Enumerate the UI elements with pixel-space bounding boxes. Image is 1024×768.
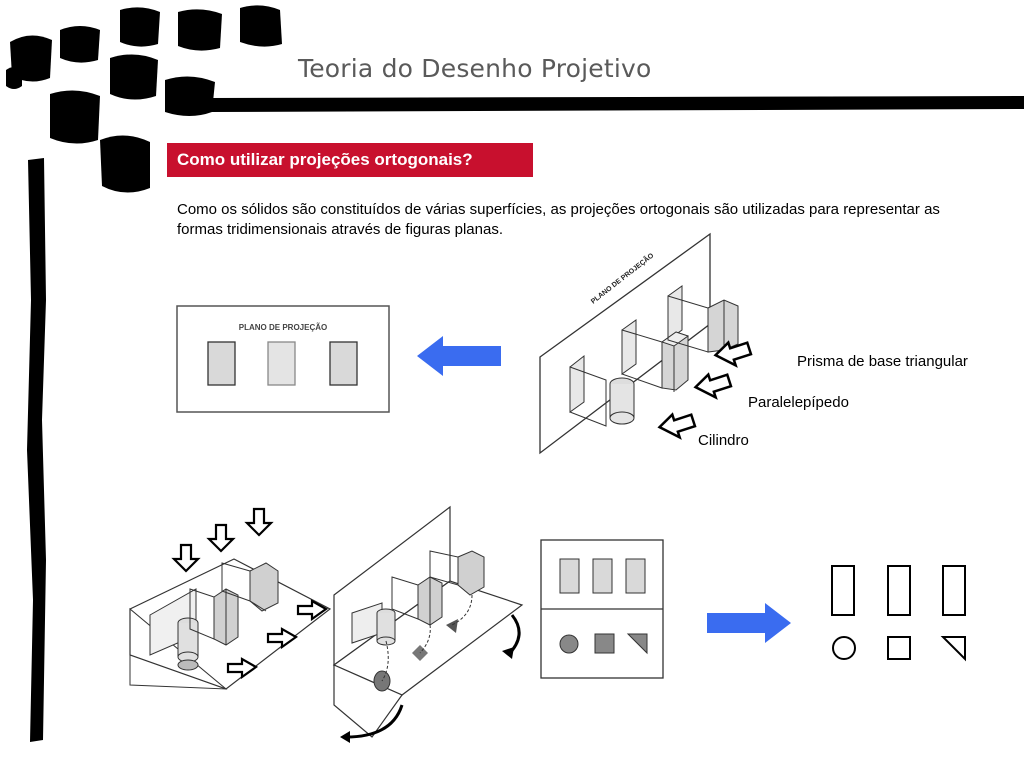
orthographic-views-panel — [540, 539, 664, 679]
slide-title: Teoria do Desenho Projetivo — [298, 54, 652, 83]
projection-plane-label: PLANO DE PROJEÇÃO — [238, 323, 328, 332]
label-parallelepiped: Paralelepípedo — [748, 394, 849, 411]
solids-multi-projection-diagram — [126, 505, 334, 695]
arrow-right-icon — [707, 603, 791, 643]
label-triangular-prism: Prisma de base triangular — [797, 353, 968, 370]
section-heading: Como utilizar projeções ortogonais? — [167, 143, 533, 177]
solids-3d-diagram: PLANO DE PROJEÇÃO — [536, 232, 776, 457]
label-cylinder: Cilindro — [698, 432, 749, 449]
projection-plane-panel: PLANO DE PROJEÇÃO — [176, 305, 390, 413]
intro-paragraph: Como os sólidos são constituídos de vári… — [177, 201, 940, 238]
final-outline-views — [826, 563, 976, 663]
unfolded-planes-diagram — [332, 505, 532, 745]
arrow-left-icon — [417, 336, 501, 376]
